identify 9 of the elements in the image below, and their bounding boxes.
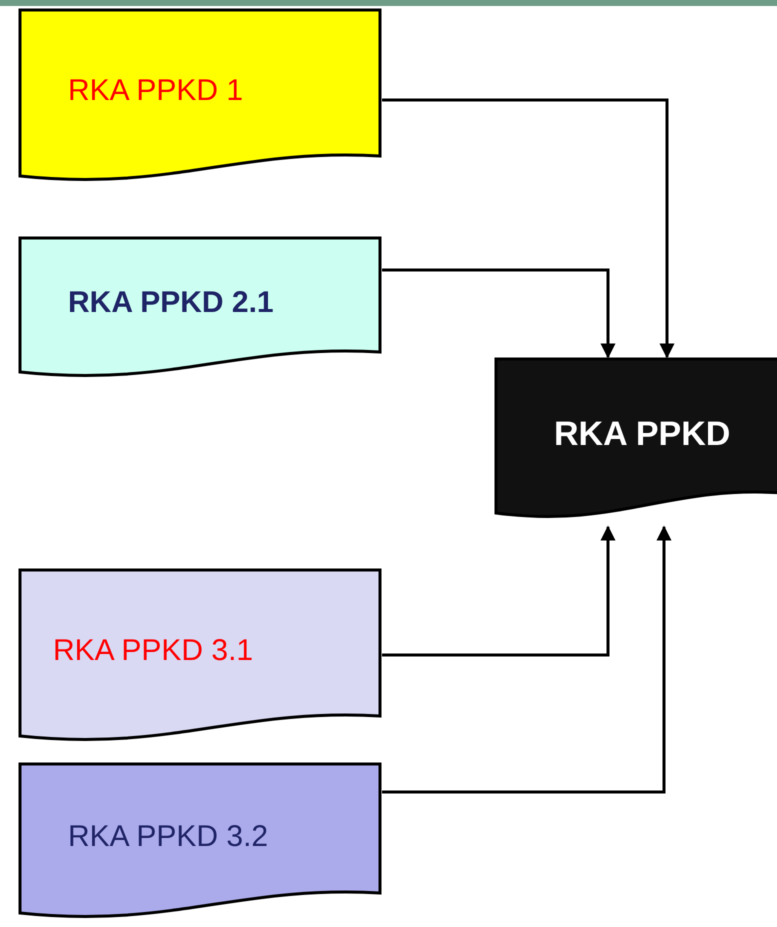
connector-arrow	[382, 526, 672, 794]
connector-arrow	[382, 98, 674, 358]
document-label: RKA PPKD	[554, 414, 730, 454]
document-label: RKA PPKD 2.1	[68, 286, 274, 320]
connector-arrow	[382, 526, 616, 656]
connector-arrow	[382, 268, 616, 358]
document-label: RKA PPKD 3.1	[53, 634, 254, 668]
document-label: RKA PPKD 1	[68, 74, 244, 108]
document-label: RKA PPKD 3.2	[68, 820, 268, 854]
